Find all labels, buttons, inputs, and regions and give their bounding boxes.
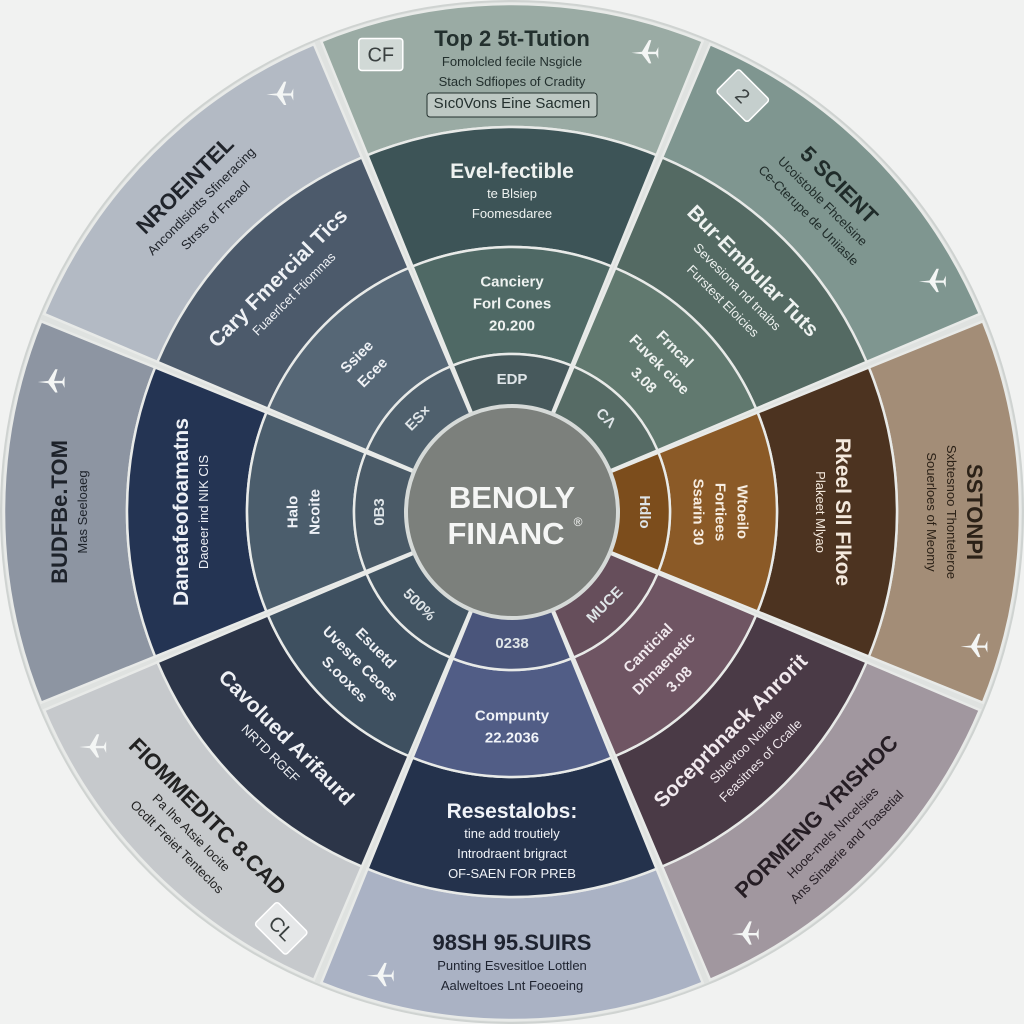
outer-title-top: Top 2 5t-Tution xyxy=(434,26,590,51)
outer-line-1-top: Stach Sdfiopes of Cradity xyxy=(439,74,586,89)
segment-bottom-right-core[interactable]: MUCE xyxy=(551,551,660,660)
inner-line-0-top: Canciery xyxy=(480,274,544,291)
segment-left-inner[interactable]: Halo Ncoite xyxy=(245,410,368,614)
outer-line-1-right: Souerloes of Meomy xyxy=(924,452,939,572)
segment-left-core[interactable]: 0B3 xyxy=(352,451,416,573)
center-title-line1: BENOLY xyxy=(449,480,576,515)
outer-line-0-left: Mas Seeloaeg xyxy=(75,470,90,553)
outer-title-left: BUDFBe.TOM xyxy=(47,440,72,584)
inner-line-2-top: 20.200 xyxy=(489,318,535,335)
inner-line-2-right: Ssarin 30 xyxy=(690,479,707,546)
core-label-top: EDP xyxy=(497,371,528,388)
outer-title-bottom: 98SH 95.SUIRS xyxy=(433,930,592,955)
segment-bottom-inner[interactable]: Compunty 22.2036 xyxy=(410,656,614,779)
middle-line-1-top: Foomesdaree xyxy=(472,206,552,221)
outer-sub-top: Sıc0Vons Eine Sacmen xyxy=(434,95,591,112)
center-title-line2: FINANC xyxy=(447,516,564,551)
registered-mark: ® xyxy=(574,515,583,529)
badge-top: CF xyxy=(367,44,394,66)
segment-bottom-left-core[interactable]: 500% xyxy=(364,551,473,660)
outer-line-1-bottom: Aalweltoes Lnt Foeoeing xyxy=(441,978,583,993)
inner-line-1-bottom: 22.2036 xyxy=(485,730,539,747)
sector-bottom: 98SH 95.SUIRS Punting Esvesitloe LottlenA… xyxy=(319,608,705,1022)
segment-bottom-core[interactable]: 0238 xyxy=(451,608,573,672)
inner-line-0-left: Halo xyxy=(285,496,302,529)
outer-line-0-bottom: Punting Esvesitloe Lottlen xyxy=(437,958,587,973)
outer-line-0-top: Fomolcled fecile Nsgicle xyxy=(442,54,582,69)
middle-line-2-bottom: OF-SAEN FOR PREB xyxy=(448,866,576,881)
core-label-bottom: 0238 xyxy=(495,635,528,652)
inner-line-1-top: Forl Cones xyxy=(473,296,551,313)
middle-line-0-top: te Blsiep xyxy=(487,186,537,201)
outer-title-right: SSTONPI xyxy=(962,464,987,560)
outer-line-0-right: Sxbtesnoo Thonteleroe xyxy=(944,445,959,579)
middle-line-0-right: Plakeet Mlyao xyxy=(813,471,828,553)
middle-line-0-bottom: tine add troutiely xyxy=(464,826,560,841)
inner-line-1-left: Ncoite xyxy=(307,489,324,535)
middle-title-top: Evel-fectible xyxy=(450,160,574,183)
middle-line-0-left: Daoeer ind NIK CIS xyxy=(196,455,211,569)
segment-bottom-middle[interactable]: Resestalobs: tine add troutielyIntrodraen… xyxy=(365,755,659,899)
middle-title-bottom: Resestalobs: xyxy=(447,800,578,823)
core-label-left: 0B3 xyxy=(371,498,388,526)
core-label-right: Hdlo xyxy=(636,495,653,528)
middle-title-right: Rkeel Sll Flkoe xyxy=(831,438,854,586)
segment-bottom-outer[interactable]: 98SH 95.SUIRS Punting Esvesitloe LottlenA… xyxy=(319,867,705,1022)
inner-line-0-right: Wtoeilo xyxy=(734,485,751,539)
inner-line-1-right: Fortiees xyxy=(712,483,729,541)
middle-title-left: Daneafeofoamatns xyxy=(170,418,193,606)
middle-line-1-bottom: Introdraent brigract xyxy=(457,846,567,861)
inner-line-0-bottom: Compunty xyxy=(475,708,550,725)
